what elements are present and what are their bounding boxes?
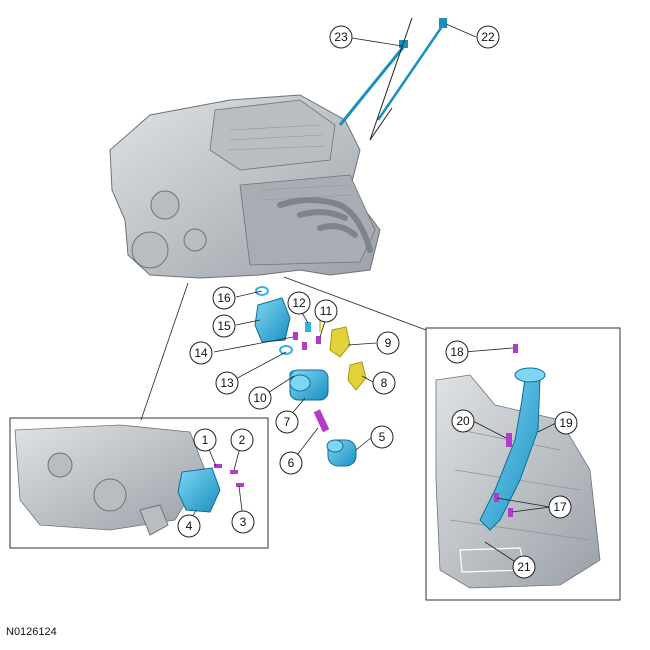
front-pulley-upper	[150, 190, 180, 220]
sensor-12	[305, 322, 311, 332]
svg-text:16: 16	[217, 291, 231, 305]
bolt-14a	[293, 332, 298, 340]
bolt-18	[513, 344, 518, 353]
callout-19: 19	[554, 411, 578, 435]
svg-text:20: 20	[456, 414, 470, 428]
exhaust-manifold	[277, 197, 373, 253]
filter-adapter-housing	[254, 297, 291, 343]
filter-stud	[313, 409, 330, 433]
oil-pickup-tube	[479, 377, 541, 531]
callout-23: 23	[329, 25, 353, 49]
callout-3: 3	[231, 510, 255, 534]
callout-4: 4	[177, 514, 201, 538]
inset-right	[425, 327, 621, 601]
callout-12: 12	[287, 291, 311, 315]
svg-text:1: 1	[202, 433, 209, 447]
coolant-tube-8	[347, 361, 367, 391]
svg-text:15: 15	[217, 319, 231, 333]
bolt-17a	[494, 493, 499, 502]
callout-10: 10	[248, 386, 272, 410]
inset-bolt-2	[230, 470, 238, 474]
engine-block-illustration	[109, 94, 381, 279]
inset-bolt-1	[214, 464, 222, 468]
callout-15: 15	[212, 314, 236, 338]
svg-text:4: 4	[186, 519, 193, 533]
svg-text:2: 2	[239, 433, 246, 447]
coolant-tube-9	[329, 326, 351, 358]
svg-text:11: 11	[320, 304, 333, 318]
front-pulley-lower	[131, 231, 169, 269]
callout-20: 20	[451, 409, 475, 433]
callout-21: 21	[512, 555, 536, 579]
callout-13: 13	[215, 371, 239, 395]
callout-22: 22	[476, 25, 500, 49]
inset-left	[9, 417, 269, 549]
o-ring-13	[279, 345, 293, 355]
callout-6: 6	[279, 451, 303, 475]
o-ring-16	[255, 286, 269, 296]
svg-text:8: 8	[381, 376, 388, 390]
bolt-11	[316, 336, 321, 344]
svg-text:17: 17	[553, 500, 567, 514]
svg-text:7: 7	[284, 415, 291, 429]
svg-text:23: 23	[334, 30, 348, 44]
inset-bolt-3	[236, 483, 244, 487]
figure-id: N0126124	[6, 626, 57, 638]
callout-17: 17	[548, 495, 572, 519]
svg-text:12: 12	[292, 296, 306, 310]
svg-text:9: 9	[385, 336, 392, 350]
svg-text:5: 5	[379, 430, 386, 444]
dipstick-parts	[338, 17, 447, 141]
svg-text:21: 21	[517, 560, 531, 574]
bolt-17b	[508, 508, 513, 517]
bolt-14b	[302, 342, 307, 350]
svg-text:13: 13	[220, 376, 234, 390]
callout-16: 16	[212, 286, 236, 310]
callout-18: 18	[445, 340, 469, 364]
callout-8: 8	[372, 371, 396, 395]
inset-adapter-housing	[177, 467, 221, 513]
pickup-tube-flange	[514, 367, 546, 383]
callout-2: 2	[230, 428, 254, 452]
callout-14: 14	[189, 341, 213, 365]
callout-1: 1	[193, 428, 217, 452]
stud-20	[506, 433, 512, 447]
callout-11: 11	[314, 299, 338, 323]
exploded-parts	[254, 286, 367, 467]
svg-text:10: 10	[253, 391, 267, 405]
svg-text:19: 19	[559, 416, 573, 430]
svg-text:3: 3	[240, 515, 247, 529]
callout-9: 9	[376, 331, 400, 355]
callout-5: 5	[370, 425, 394, 449]
svg-text:14: 14	[194, 346, 208, 360]
svg-text:6: 6	[288, 456, 295, 470]
callout-7: 7	[275, 410, 299, 434]
svg-text:22: 22	[481, 30, 495, 44]
front-pulley-mid	[183, 228, 207, 252]
svg-text:18: 18	[450, 345, 464, 359]
